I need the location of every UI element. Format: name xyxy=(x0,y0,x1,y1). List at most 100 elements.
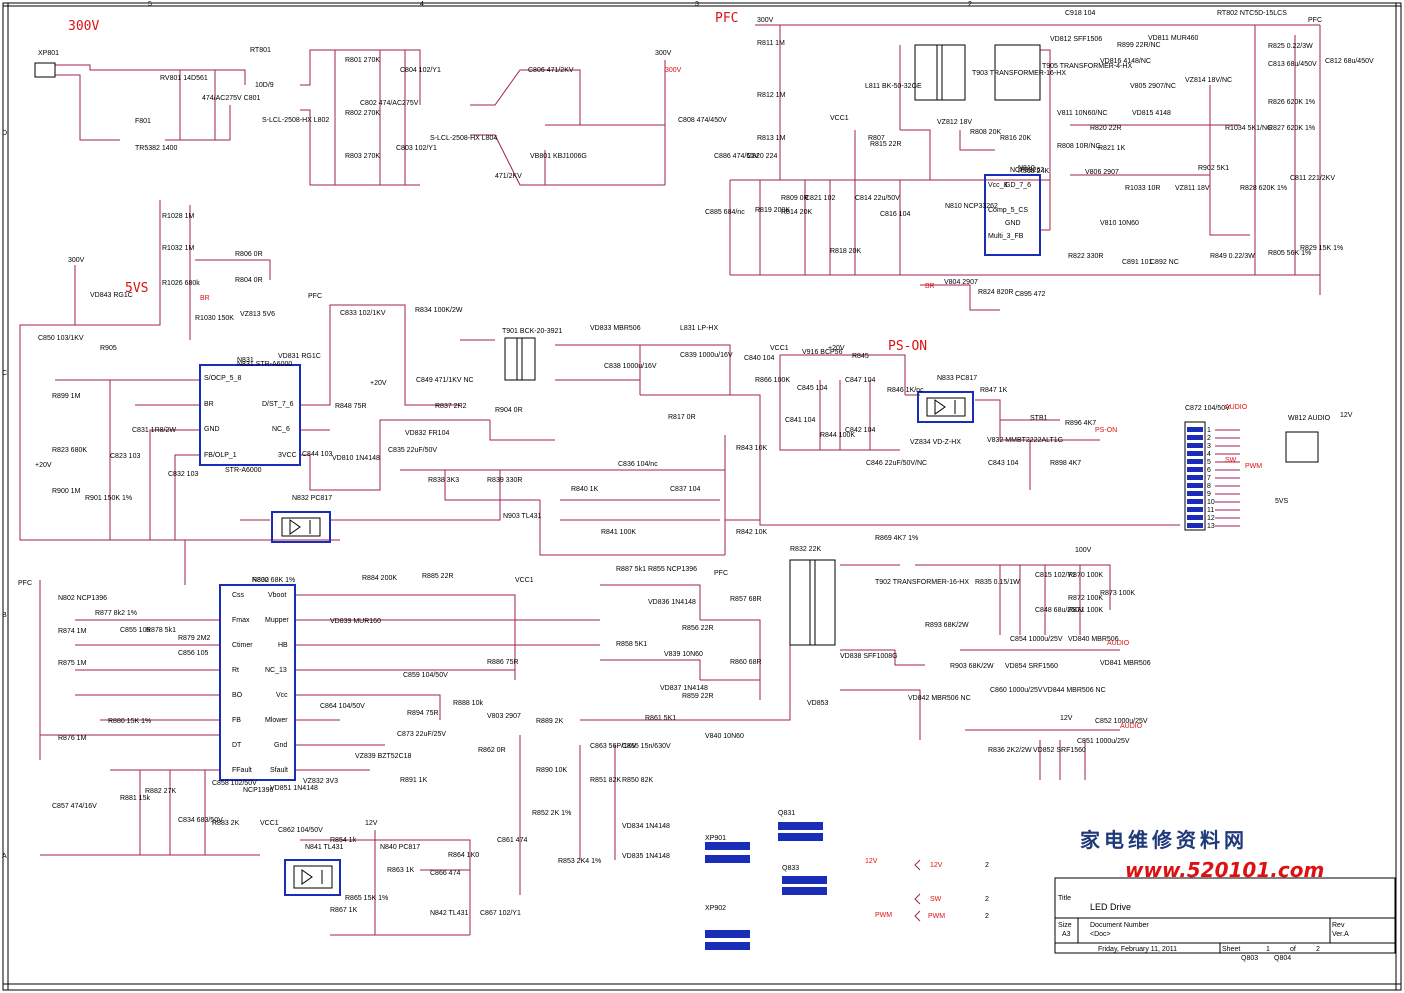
component-label: C860 1000u/25V xyxy=(990,687,1043,694)
transformer-t905 xyxy=(994,44,1041,101)
component-label: VZ839 BZT52C18 xyxy=(355,753,412,760)
component-label: R837 2R2 xyxy=(435,403,467,410)
xp901-pin xyxy=(1187,459,1203,464)
component-label: VD838 SFF1008G xyxy=(840,653,898,660)
component-label: R889 2K xyxy=(536,718,564,725)
component-label: VD816 4148/NC xyxy=(1100,58,1151,65)
component-label: N842 TL431 xyxy=(430,910,469,917)
component-label: VD843 RG1C xyxy=(90,292,133,299)
svg-text:Title: Title xyxy=(1058,895,1071,902)
component-label: T905 TRANSFORMER-4-HX xyxy=(1042,63,1132,70)
component-label: VZ811 18V xyxy=(1175,185,1210,192)
svg-text:N810: N810 xyxy=(1018,165,1035,172)
component-label: W812 AUDIO xyxy=(1288,415,1331,422)
component-label: C835 22uF/50V xyxy=(388,447,437,454)
component-label: VD837 1N4148 xyxy=(660,685,708,692)
component-label: C821 102 xyxy=(805,195,835,202)
xp901-pin xyxy=(1187,475,1203,480)
optocoupler-n833 xyxy=(917,391,974,423)
component-label: VD839 MUR160 xyxy=(330,618,381,625)
svg-text:Ctimer: Ctimer xyxy=(232,642,253,649)
component-label: V839 10N60 xyxy=(664,651,703,658)
transformer-t901 xyxy=(504,337,536,381)
svg-text:Css: Css xyxy=(232,592,245,599)
section-5vs: 5VS xyxy=(125,281,148,296)
component-label: 474/AC275V C801 xyxy=(202,95,260,102)
component-label: C861 474 xyxy=(497,837,527,844)
svg-text:GD_7_6: GD_7_6 xyxy=(1005,182,1031,189)
component-label: R826 620K 1% xyxy=(1268,99,1315,106)
xp901-pin xyxy=(1187,451,1203,456)
component-label: VD852 SRF1560 xyxy=(1033,747,1086,754)
svg-text:+20V: +20V xyxy=(828,345,845,352)
component-label: R821 1K xyxy=(1098,145,1126,152)
component-label: R842 10K xyxy=(736,529,767,536)
component-label: R879 2M2 xyxy=(178,635,210,642)
component-label: C866 474 xyxy=(430,870,460,877)
xp901-pin xyxy=(1187,427,1203,432)
svg-text:BO: BO xyxy=(232,692,243,699)
component-label: C836 104/nc xyxy=(618,461,658,468)
component-label: R902 5K1 xyxy=(1198,165,1229,172)
svg-text:300V: 300V xyxy=(757,17,774,24)
xp901-pin-number: 2 xyxy=(1207,435,1211,442)
xp901-pin xyxy=(1187,515,1203,520)
svg-text:NC_6: NC_6 xyxy=(272,426,290,433)
component-label: R862 0R xyxy=(478,747,506,754)
component-label: C892 NC xyxy=(1150,259,1179,266)
component-label: VD842 MBR506 NC xyxy=(908,695,971,702)
svg-text:+20V: +20V xyxy=(35,462,52,469)
xp901-pin-number: 6 xyxy=(1207,467,1211,474)
grid-col-2: 2 xyxy=(968,1,972,8)
component-label: RV801 14D561 xyxy=(160,75,208,82)
component-label: C838 1000u/16V xyxy=(604,363,657,370)
component-label: C802 474/AC275V xyxy=(360,100,419,107)
component-label: R875 1M xyxy=(58,660,87,667)
svg-text:+20V: +20V xyxy=(370,380,387,387)
component-label: C858 102/50V xyxy=(212,780,257,787)
component-label: C804 102/Y1 xyxy=(400,67,441,74)
net-labels: 300V 300V 300V 300V PFC PFC PFC PFC VCC1… xyxy=(18,17,1353,827)
component-label: R841 100K xyxy=(601,529,636,536)
component-label: 10D/9 xyxy=(255,82,274,89)
component-label: R881 15k xyxy=(120,795,150,802)
component-label: R822 330R xyxy=(1068,253,1103,260)
svg-text:Gnd: Gnd xyxy=(274,742,287,749)
component-label: XP801 xyxy=(38,50,59,57)
svg-text:AUDIO: AUDIO xyxy=(1225,404,1248,411)
component-label: R887 5k1 xyxy=(616,566,646,573)
component-label: R840 1K xyxy=(571,486,599,493)
component-label: V810 10N60 xyxy=(1100,220,1139,227)
component-label: R808 20K xyxy=(970,129,1001,136)
component-label: C814 22u/50V xyxy=(855,195,900,202)
component-label: R891 1K xyxy=(400,777,428,784)
component-label: R818 20K xyxy=(830,248,861,255)
component-label: F801 xyxy=(135,118,151,125)
component-label: R820 22R xyxy=(1090,125,1122,132)
component-label: R871 100K xyxy=(1068,607,1103,614)
svg-text:PFC: PFC xyxy=(1308,17,1322,24)
svg-text:PWM: PWM xyxy=(875,912,892,919)
component-label: R804 0R xyxy=(235,277,263,284)
component-label: R884 200K xyxy=(362,575,397,582)
svg-text:PFC: PFC xyxy=(714,570,728,577)
component-label: R806 0R xyxy=(235,251,263,258)
component-label: C855 105 xyxy=(120,627,150,634)
svg-text:Sfault: Sfault xyxy=(270,767,288,774)
component-label: R883 2K xyxy=(212,820,240,827)
svg-text:VCC1: VCC1 xyxy=(770,345,789,352)
component-label: R886 75R xyxy=(487,659,519,666)
component-label: C864 104/50V xyxy=(320,703,365,710)
component-label: C885 684/nc xyxy=(705,209,745,216)
grid-col-5: 5 xyxy=(148,1,152,8)
component-label: R1030 150K xyxy=(195,315,234,322)
component-label: R899 1M xyxy=(52,393,81,400)
component-label: VB801 KBJ1006G xyxy=(530,153,587,160)
component-label: Q833 xyxy=(782,865,799,872)
component-label: VD840 MBR506 xyxy=(1068,636,1119,643)
component-label: C856 105 xyxy=(178,650,208,657)
component-label: C837 104 xyxy=(670,486,700,493)
component-label: R904 0R xyxy=(495,407,523,414)
